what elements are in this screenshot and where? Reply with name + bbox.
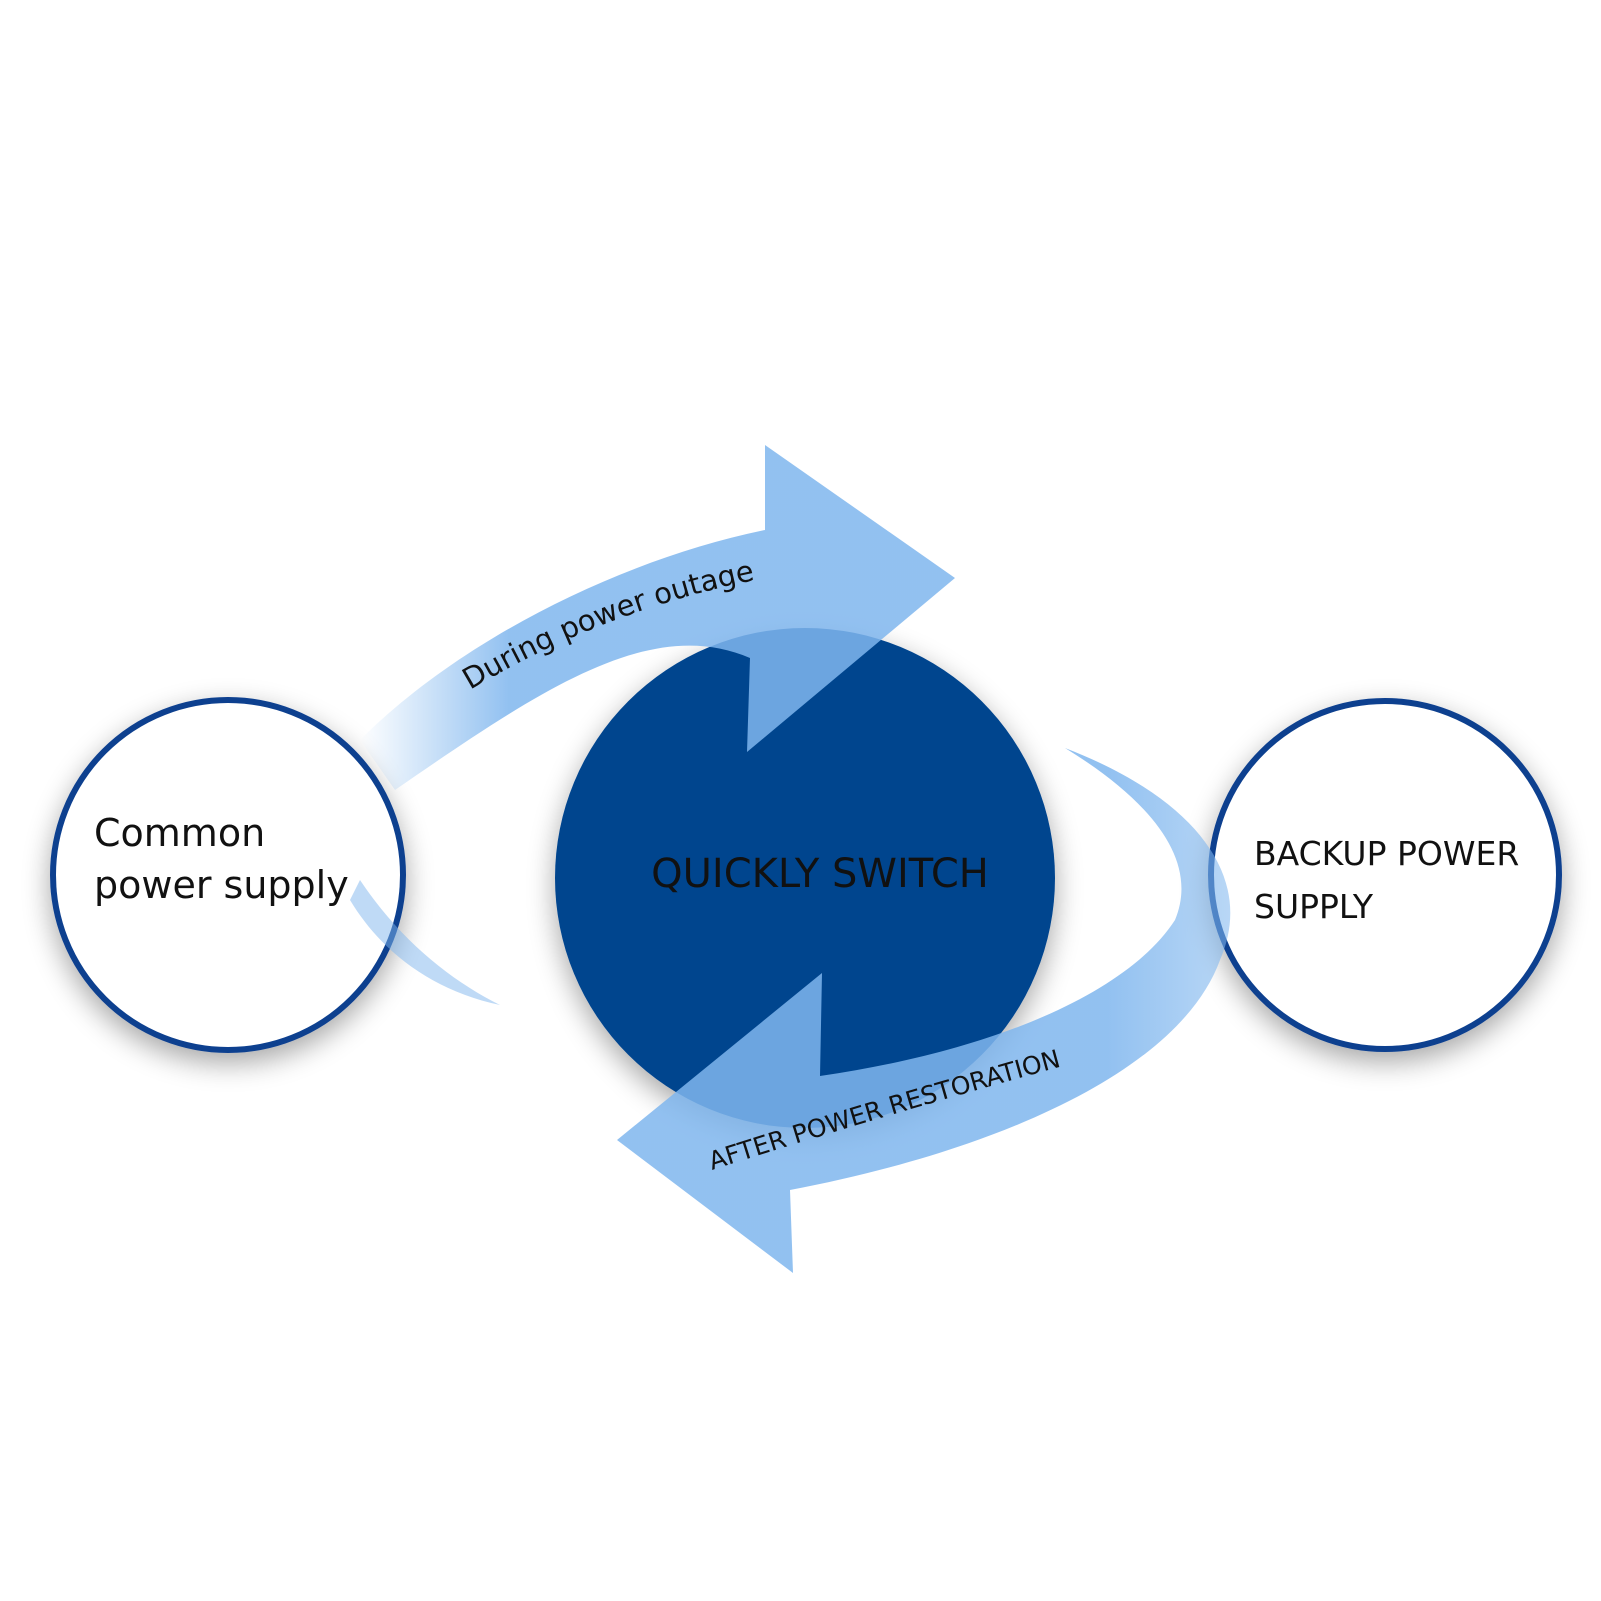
quickly-switch-label: QUICKLY SWITCH (651, 851, 989, 897)
common-power-supply-node: Common power supply (50, 697, 406, 1053)
common-power-supply-line1: Common (94, 811, 265, 855)
backup-power-supply-node: BACKUP POWER SUPPLY (1208, 698, 1562, 1052)
backup-power-supply-line1: BACKUP POWER (1254, 834, 1519, 873)
curved-arrow-left-icon (617, 748, 1231, 1273)
common-power-supply-line2: power supply (94, 863, 349, 907)
backup-power-supply-line2: SUPPLY (1254, 887, 1374, 926)
curved-arrow-right-icon (360, 445, 955, 790)
quickly-switch-node: QUICKLY SWITCH (555, 628, 1055, 1128)
